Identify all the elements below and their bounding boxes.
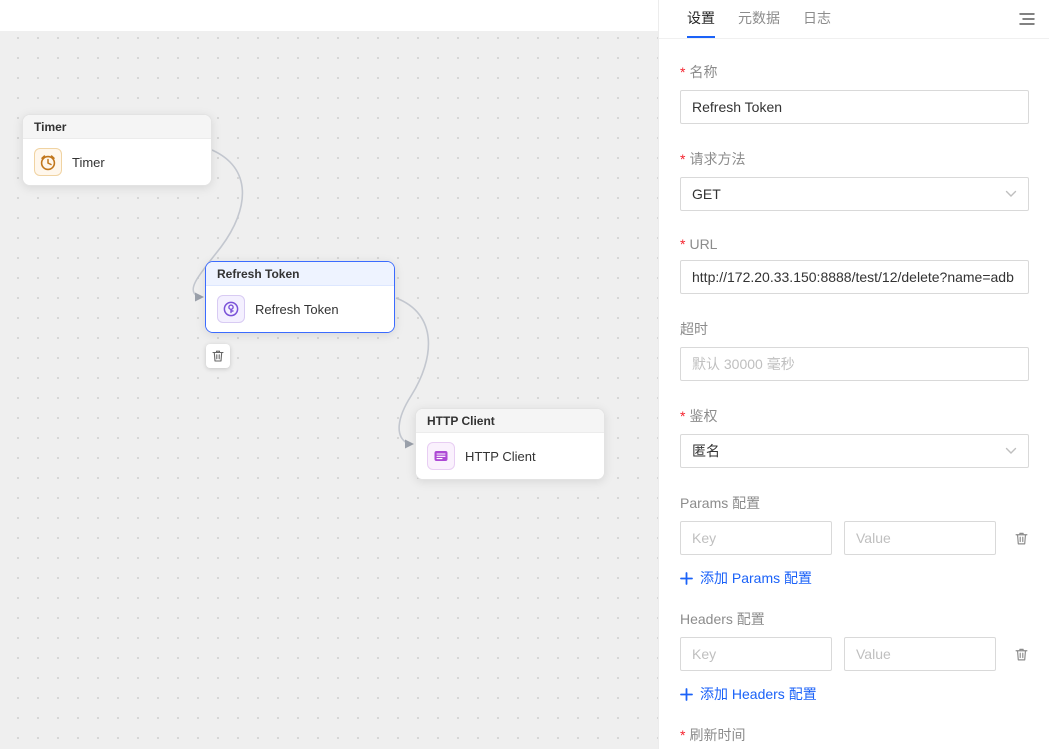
field-method: *请求方法 GET bbox=[680, 149, 1029, 211]
panel-body: *名称 *请求方法 GET *URL 超时 bbox=[659, 39, 1049, 749]
trash-icon bbox=[1015, 532, 1028, 544]
headers-delete-row-button[interactable] bbox=[1014, 647, 1029, 662]
timeout-input[interactable] bbox=[680, 347, 1029, 381]
headers-value-input[interactable] bbox=[844, 637, 996, 671]
node-timer-label: Timer bbox=[72, 154, 105, 170]
tab-settings[interactable]: 设置 bbox=[687, 0, 715, 38]
tab-logs[interactable]: 日志 bbox=[803, 10, 831, 26]
node-refresh-token-body: Refresh Token bbox=[206, 286, 394, 332]
chevron-down-icon bbox=[1005, 190, 1017, 197]
list-menu-icon[interactable] bbox=[1019, 0, 1035, 38]
auth-select-value: 匿名 bbox=[692, 443, 720, 459]
required-asterisk: * bbox=[680, 236, 686, 252]
headers-key-input[interactable] bbox=[680, 637, 832, 671]
node-http-client-header: HTTP Client bbox=[416, 409, 604, 433]
params-key-input[interactable] bbox=[680, 521, 832, 555]
plus-icon bbox=[680, 571, 693, 585]
node-timer-header: Timer bbox=[23, 115, 211, 139]
node-timer[interactable]: Timer Timer bbox=[22, 114, 212, 186]
plus-icon bbox=[680, 687, 693, 701]
field-timeout: 超时 bbox=[680, 319, 1029, 381]
method-select-value: GET bbox=[692, 186, 721, 202]
timer-clock-icon bbox=[34, 148, 62, 176]
http-client-icon bbox=[427, 442, 455, 470]
timeout-label: 超时 bbox=[680, 321, 708, 337]
url-input[interactable] bbox=[680, 260, 1029, 294]
section-params: Params 配置 添加 Params 配置 bbox=[680, 493, 1029, 588]
refresh-token-icon bbox=[217, 295, 245, 323]
params-label: Params 配置 bbox=[680, 495, 761, 511]
tab-metadata[interactable]: 元数据 bbox=[738, 10, 780, 26]
node-timer-body: Timer bbox=[23, 139, 211, 185]
node-refresh-token[interactable]: Refresh Token Refresh Token bbox=[205, 261, 395, 333]
node-http-client[interactable]: HTTP Client HTTP Client bbox=[415, 408, 605, 480]
node-http-client-body: HTTP Client bbox=[416, 433, 604, 479]
method-label: 请求方法 bbox=[689, 151, 746, 167]
auth-select[interactable]: 匿名 bbox=[680, 434, 1029, 468]
trash-icon bbox=[212, 350, 224, 362]
params-value-input[interactable] bbox=[844, 521, 996, 555]
panel-tab-bar: 设置 元数据 日志 bbox=[659, 0, 1049, 39]
trash-icon bbox=[1015, 648, 1028, 660]
params-kv-row bbox=[680, 521, 1029, 555]
required-asterisk: * bbox=[680, 151, 686, 167]
auth-label: 鉴权 bbox=[689, 408, 718, 424]
params-delete-row-button[interactable] bbox=[1014, 531, 1029, 546]
node-refresh-token-label: Refresh Token bbox=[255, 301, 339, 317]
add-params-label: 添加 Params 配置 bbox=[700, 570, 813, 586]
canvas-topbar bbox=[0, 0, 658, 31]
headers-label: Headers 配置 bbox=[680, 611, 765, 627]
flow-canvas[interactable]: Timer Timer Refresh Token bbox=[0, 0, 658, 749]
required-asterisk: * bbox=[680, 408, 686, 424]
chevron-down-icon bbox=[1005, 447, 1017, 454]
field-refresh-time: *刷新时间 bbox=[680, 725, 1029, 749]
add-headers-button[interactable]: 添加 Headers 配置 bbox=[680, 684, 817, 704]
field-auth: *鉴权 匿名 bbox=[680, 406, 1029, 468]
required-asterisk: * bbox=[680, 64, 686, 80]
section-headers: Headers 配置 添加 Headers 配置 bbox=[680, 609, 1029, 704]
flow-edges bbox=[192, 149, 430, 449]
settings-panel: 设置 元数据 日志 *名称 *请求方法 GET bbox=[658, 0, 1049, 749]
refresh-time-label: 刷新时间 bbox=[689, 727, 746, 743]
delete-node-button[interactable] bbox=[206, 344, 230, 368]
add-params-button[interactable]: 添加 Params 配置 bbox=[680, 568, 812, 588]
headers-kv-row bbox=[680, 637, 1029, 671]
node-refresh-token-header: Refresh Token bbox=[206, 262, 394, 286]
field-url: *URL bbox=[680, 236, 1029, 294]
name-input[interactable] bbox=[680, 90, 1029, 124]
name-label: 名称 bbox=[689, 64, 718, 80]
node-http-client-label: HTTP Client bbox=[465, 448, 536, 464]
field-name: *名称 bbox=[680, 62, 1029, 124]
url-label: URL bbox=[689, 236, 718, 252]
add-headers-label: 添加 Headers 配置 bbox=[700, 686, 817, 702]
required-asterisk: * bbox=[680, 727, 686, 743]
method-select[interactable]: GET bbox=[680, 177, 1029, 211]
